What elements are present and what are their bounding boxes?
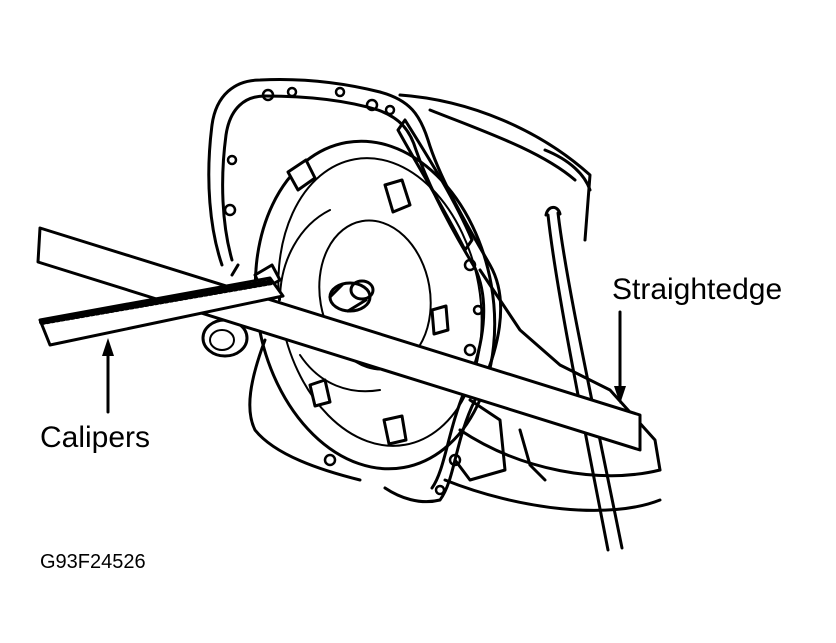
leader-arrows — [106, 310, 622, 414]
figure-code: G93F24526 — [40, 551, 146, 573]
straightedge-label: Straightedge — [612, 273, 782, 306]
calipers-arrowhead — [102, 338, 114, 356]
converter-hub — [328, 279, 375, 313]
calipers-label: Calipers — [40, 421, 150, 454]
straightedge-arrowhead — [614, 386, 626, 404]
straightedge — [36, 226, 642, 452]
transmission-case — [398, 93, 662, 512]
calipers — [38, 276, 285, 347]
cooler-line — [544, 205, 624, 552]
converter-lugs — [253, 158, 450, 446]
